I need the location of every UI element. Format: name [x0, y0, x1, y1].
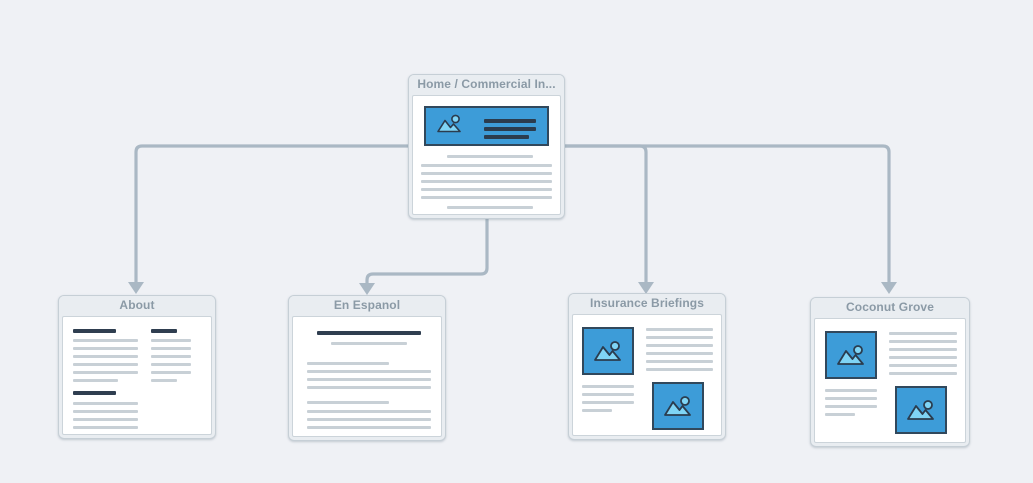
node-en-espanol-title: En Espanol	[289, 296, 445, 315]
text-line	[73, 434, 118, 435]
node-coconut-grove-title: Coconut Grove	[811, 298, 969, 317]
image-icon	[594, 341, 621, 361]
node-home-body	[412, 95, 561, 215]
text-line	[151, 355, 191, 358]
text-line	[421, 180, 552, 183]
text-line	[889, 340, 957, 343]
text-line	[73, 339, 138, 342]
text-line	[331, 342, 407, 345]
node-home[interactable]: Home / Commercial In...	[408, 74, 565, 219]
text-line	[307, 401, 389, 404]
text-line	[421, 196, 552, 199]
text-line	[307, 378, 431, 381]
image-icon	[907, 400, 934, 420]
text-line	[151, 363, 191, 366]
text-line	[447, 155, 533, 158]
text-line	[307, 418, 431, 421]
text-line	[825, 413, 855, 416]
text-line	[889, 372, 957, 375]
text-line	[307, 362, 389, 365]
text-line	[307, 386, 431, 389]
image-icon	[837, 345, 864, 365]
connector-home-coconut	[565, 144, 891, 282]
node-coconut-grove-body	[814, 318, 966, 443]
image-placeholder	[652, 382, 704, 430]
text-line	[646, 328, 713, 331]
arrow-down-icon-about	[128, 282, 144, 294]
text-line	[73, 363, 138, 366]
connector-home-enespanol	[365, 219, 489, 283]
connector-home-about	[134, 144, 408, 282]
text-line	[73, 426, 138, 429]
heading-bar	[151, 329, 177, 333]
text-line	[307, 370, 431, 373]
text-line	[646, 344, 713, 347]
image-icon	[436, 114, 462, 139]
node-insurance-briefings-title: Insurance Briefings	[569, 294, 725, 313]
text-line	[73, 347, 138, 350]
node-en-espanol[interactable]: En Espanol	[288, 295, 446, 441]
node-about[interactable]: About	[58, 295, 216, 439]
text-line	[421, 164, 552, 167]
heading-bar	[73, 329, 116, 333]
text-line	[421, 188, 552, 191]
text-line	[151, 339, 191, 342]
node-coconut-grove[interactable]: Coconut Grove	[810, 297, 970, 447]
text-line	[889, 348, 957, 351]
node-en-espanol-body	[292, 316, 442, 437]
image-icon	[664, 396, 691, 416]
arrow-down-icon-enespanol	[359, 283, 375, 295]
text-line	[151, 347, 191, 350]
node-about-body	[62, 316, 212, 435]
text-line	[73, 410, 138, 413]
text-line	[825, 397, 877, 400]
text-line	[646, 360, 713, 363]
node-about-title: About	[59, 296, 215, 315]
text-line	[421, 172, 552, 175]
text-line	[151, 371, 191, 374]
heading-bar	[73, 391, 116, 395]
text-line	[307, 426, 431, 429]
text-line	[582, 401, 634, 404]
arrow-down-icon-coconut	[881, 282, 897, 294]
text-line	[825, 389, 877, 392]
text-line	[646, 352, 713, 355]
text-line	[307, 410, 431, 413]
text-line	[825, 405, 877, 408]
text-line	[73, 402, 138, 405]
text-line	[73, 379, 118, 382]
text-line	[73, 355, 138, 358]
text-line	[73, 371, 138, 374]
node-insurance-briefings[interactable]: Insurance Briefings	[568, 293, 726, 440]
node-home-title: Home / Commercial In...	[409, 75, 564, 94]
text-line	[646, 368, 713, 371]
text-line	[582, 385, 634, 388]
text-line	[73, 418, 138, 421]
image-placeholder	[582, 327, 634, 375]
text-line	[889, 332, 957, 335]
image-placeholder	[825, 331, 877, 379]
node-insurance-briefings-body	[572, 314, 722, 436]
image-placeholder	[895, 386, 947, 434]
text-line	[889, 364, 957, 367]
hero-banner	[424, 106, 549, 146]
heading-bar	[317, 331, 421, 335]
text-line	[582, 409, 612, 412]
text-line	[447, 206, 533, 209]
text-line	[889, 356, 957, 359]
connector-home-insurance	[565, 144, 648, 282]
text-line	[582, 393, 634, 396]
text-line	[151, 379, 177, 382]
text-line	[646, 336, 713, 339]
